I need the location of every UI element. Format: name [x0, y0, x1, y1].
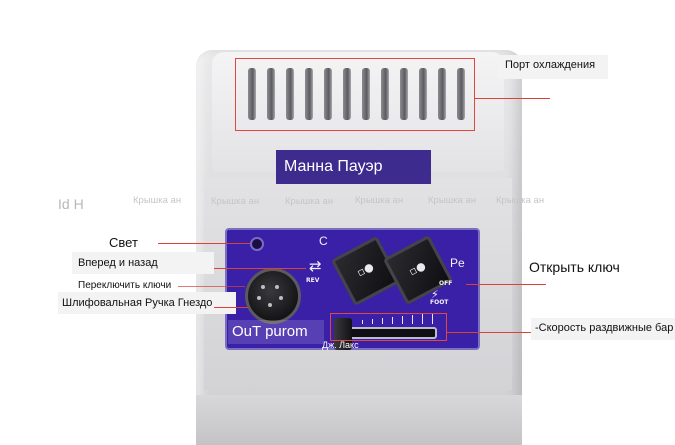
scale-tick — [372, 319, 373, 324]
power-indicator-light — [250, 237, 264, 251]
forward-back-label: Вперед и назад — [78, 257, 158, 269]
switch-mark-icon: ▫● — [406, 258, 428, 279]
slider-overlay-text: Дж. Лакс — [322, 340, 359, 350]
vent-slot — [248, 68, 256, 120]
socket-pin — [261, 285, 265, 289]
panel-letter: C — [319, 234, 328, 248]
speed-slider-highlight — [330, 313, 447, 341]
callout-box — [531, 318, 675, 340]
forward-back-leader — [214, 268, 306, 269]
socket-pin — [268, 303, 272, 307]
watermark-text: Крышка ан — [428, 195, 477, 206]
light-leader — [158, 243, 250, 244]
callout-box — [72, 252, 214, 274]
socket-pin — [257, 296, 261, 300]
speed-slider-label: -Скорость раздвижные бар — [535, 322, 674, 334]
vent-slot — [305, 68, 313, 120]
speed-slider-knob[interactable] — [334, 318, 352, 350]
vent-slot — [438, 68, 446, 120]
foot-label: FOOT — [430, 299, 449, 306]
watermark-text: Крышка ан — [133, 195, 182, 206]
device-base — [196, 395, 522, 445]
handpiece-socket[interactable] — [245, 268, 301, 324]
vent-slot — [457, 68, 465, 120]
foot-pedal-icon: ⚡ — [431, 288, 439, 301]
open-key-leader — [466, 284, 546, 285]
scale-tick — [382, 318, 383, 324]
vent-slot — [419, 68, 427, 120]
scale-tick — [422, 314, 423, 324]
vent-slot — [362, 68, 370, 120]
vent-slot — [381, 68, 389, 120]
handpiece-socket-leader — [214, 307, 248, 308]
reverse-arrows-icon: ⇄ — [309, 257, 322, 275]
cooling-vent-highlight — [235, 58, 475, 131]
scale-tick — [392, 317, 393, 324]
switch-mark-icon: ▫● — [354, 259, 376, 280]
scale-tick — [362, 320, 363, 324]
callout-box — [58, 292, 236, 314]
cooling-port-leader — [475, 98, 550, 99]
watermark-text: Крышка ан — [496, 195, 545, 206]
vent-slot — [343, 68, 351, 120]
socket-pin — [279, 296, 283, 300]
speed-slider-leader — [447, 332, 531, 333]
open-key-label: Открыть ключ — [529, 259, 620, 275]
scale-tick — [412, 315, 413, 324]
handpiece-socket-label: Шлифовальная Ручка Гнездо — [62, 297, 213, 309]
scale-tick — [402, 316, 403, 324]
rev-label: REV — [306, 277, 320, 284]
vent-slot — [267, 68, 275, 120]
vent-slot — [400, 68, 408, 120]
off-label: OFF — [439, 280, 453, 287]
scale-tick — [432, 313, 433, 324]
light-label: Свет — [109, 235, 138, 250]
speed-scale — [360, 312, 440, 326]
callout-box — [498, 55, 608, 79]
cooling-port-label: Порт охлаждения — [505, 59, 596, 71]
vent-slot — [286, 68, 294, 120]
watermark-fragment: Id H — [58, 196, 84, 212]
panel-overlay-text: OuT purom — [228, 320, 324, 344]
panel-label: Pe — [450, 256, 465, 270]
watermark-text: Крышка ан — [285, 196, 334, 207]
switch-keys-leader — [178, 286, 245, 287]
watermark-text: Крышка ан — [211, 196, 260, 207]
socket-pin — [275, 285, 279, 289]
brand-display-label: Манна Пауэр — [276, 150, 431, 184]
watermark-text: Крышка ан — [355, 195, 404, 206]
switch-keys-label: Переключить ключи — [78, 280, 172, 291]
vent-slot — [324, 68, 332, 120]
